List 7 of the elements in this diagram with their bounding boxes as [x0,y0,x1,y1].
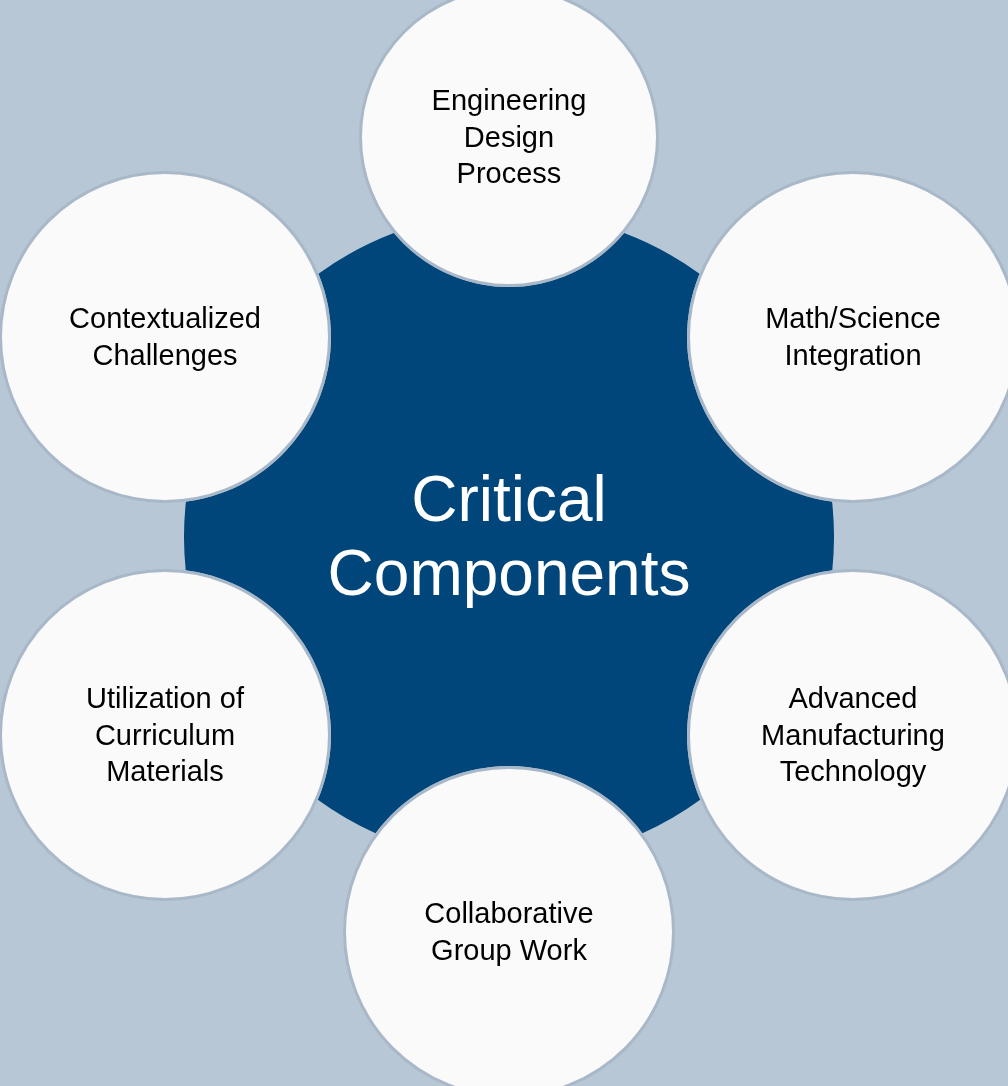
component-label: Collaborative Group Work [423,896,595,968]
component-label: Math/Science Integration [764,301,942,373]
center-title: Critical Components [326,463,692,611]
component-label: Engineering Design Process [430,82,588,192]
component-label: Utilization of Curriculum Materials [85,680,245,790]
component-label: Advanced Manufacturing Technology [760,680,946,790]
component-label: Contextualized Challenges [68,301,262,373]
